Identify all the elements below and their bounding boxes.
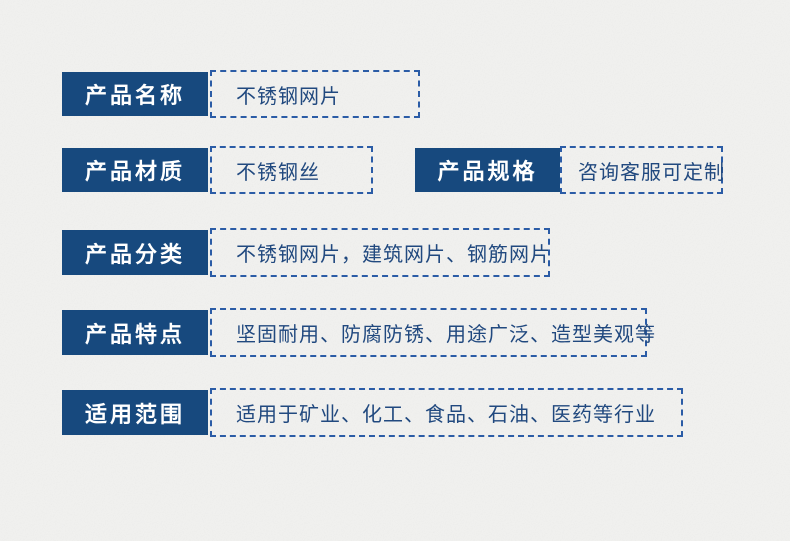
field-value-application-scope: 适用于矿业、化工、食品、石油、医药等行业: [210, 388, 683, 437]
field-label-product-spec: 产品规格: [415, 148, 560, 192]
field-label-product-name: 产品名称: [62, 72, 208, 116]
field-label-product-material: 产品材质: [62, 148, 208, 192]
field-value-product-category: 不锈钢网片，建筑网片、钢筋网片: [210, 228, 550, 277]
field-label-application-scope: 适用范围: [62, 390, 208, 435]
field-label-product-category: 产品分类: [62, 230, 208, 275]
field-label-product-features: 产品特点: [62, 310, 208, 355]
field-value-product-features: 坚固耐用、防腐防锈、用途广泛、造型美观等: [210, 308, 655, 357]
field-value-product-name: 不锈钢网片: [210, 70, 420, 118]
field-value-product-material: 不锈钢丝: [210, 146, 373, 194]
field-value-product-spec: 咨询客服可定制: [560, 146, 724, 194]
